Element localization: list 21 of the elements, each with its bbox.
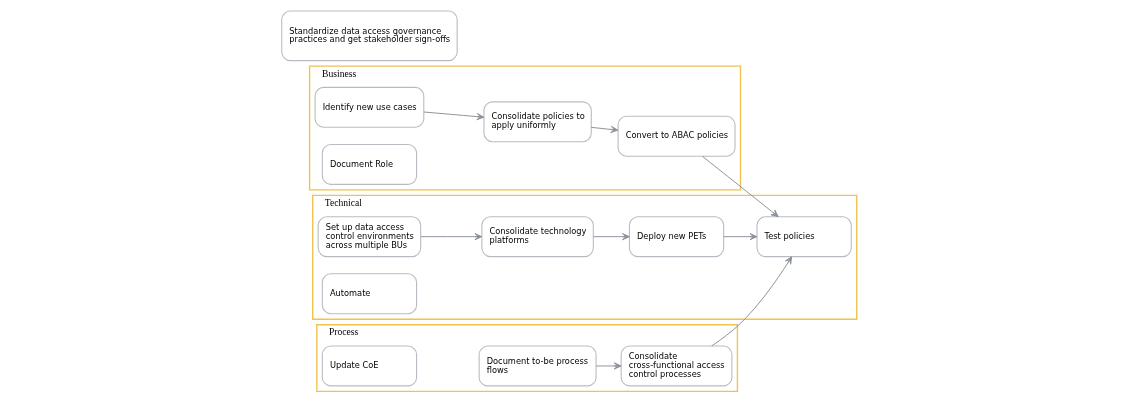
node-box: Deploy new PETs — [628, 216, 724, 258]
arrow — [722, 233, 757, 241]
arrow — [592, 233, 630, 241]
node-box: Convert to ABAC policies — [617, 115, 736, 157]
node-box: Document to-be process flows — [478, 345, 597, 387]
node-box: Consolidate technology platforms — [480, 216, 594, 258]
arrow — [595, 362, 622, 370]
node-box: Standardize data access governance practices and get stakeholder sign-offs — [280, 10, 458, 62]
arrow — [701, 155, 779, 218]
node-box: Automate — [321, 273, 417, 315]
arrow — [419, 233, 482, 241]
node-box: Identify new use cases — [314, 86, 424, 128]
node-box: Document Role — [321, 143, 417, 185]
node-box: Set up data access control environments across multiple BUs — [317, 216, 421, 258]
node-box: Test policies — [755, 216, 852, 258]
arrow — [422, 111, 484, 121]
node-box: Consolidate cross-functional access control processes — [620, 345, 732, 387]
node-box: Update CoE — [321, 345, 417, 387]
arrow — [590, 125, 618, 133]
arrow — [710, 256, 792, 347]
node-box: Consolidate policies to apply uniformly — [482, 101, 592, 143]
